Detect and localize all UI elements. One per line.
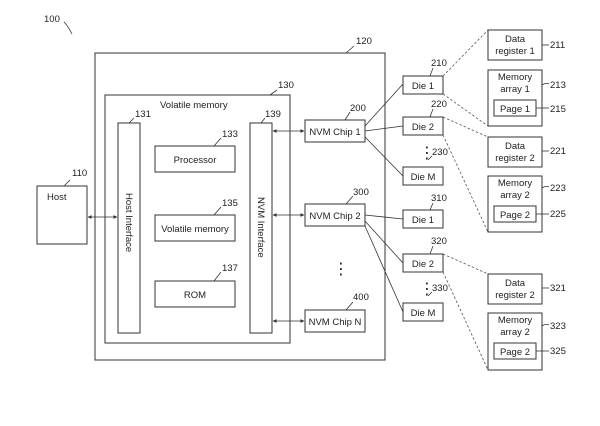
memory-array-223-line1: Memory: [498, 178, 533, 189]
memory-array-223-ref: 223: [550, 183, 566, 194]
die-310-ref: 310: [431, 193, 447, 204]
volatile-memory-ref: 135: [222, 198, 238, 209]
page-225-label: Page 2: [500, 210, 530, 221]
memory-array-213-ref: 213: [550, 80, 566, 91]
data-register-321-ref: 321: [550, 283, 566, 294]
controller-ref: 120: [356, 36, 372, 47]
page-225-ref: 225: [550, 209, 566, 220]
die-220-ref: 220: [431, 99, 447, 110]
memory-array-213-line2: array 1: [500, 84, 530, 95]
memory-array-323-ref-leader: [542, 324, 549, 326]
nvm-chip-1-ref: 200: [350, 103, 366, 114]
page-325-label: Page 2: [500, 347, 530, 358]
host-interface-ref: 131: [135, 109, 151, 120]
die-330-ref: 330: [432, 283, 448, 294]
nvm-chip-1-label: NVM Chip 1: [309, 127, 360, 138]
host-ref: 110: [72, 168, 87, 179]
memory-array-213-line1: Memory: [498, 72, 533, 83]
processor-label: Processor: [174, 155, 217, 166]
data-register-211-line2: register 1: [495, 46, 535, 57]
die-320-ref: 320: [431, 236, 447, 247]
expand-die1-top: [443, 30, 488, 76]
die-210-ref-leader: [430, 68, 433, 76]
memory-array-323-ref: 323: [550, 321, 566, 332]
controller-ref-leader: [346, 46, 354, 53]
data-register-211-line1: Data: [505, 34, 526, 45]
host-ref-leader: [64, 180, 70, 186]
expand-die2-bottom: [443, 135, 488, 232]
data-register-221-line1: Data: [505, 141, 526, 152]
die-310-ref-leader: [430, 203, 433, 210]
die-210-ref: 210: [431, 58, 447, 69]
expand-die320-top: [443, 254, 488, 274]
page-325-ref: 325: [550, 346, 566, 357]
chip-ellipsis: ⋮: [333, 261, 349, 278]
memory-array-323-line2: array 2: [500, 327, 530, 338]
die-220-ref-leader: [430, 109, 433, 117]
host-label: Host: [47, 192, 67, 203]
die-320-label: Die 2: [412, 259, 434, 270]
volatile-block-label: Volatile memory: [160, 100, 228, 111]
memory-array-223-ref-leader: [542, 186, 549, 188]
die-230-label: Die M: [411, 172, 436, 183]
nvm-interface-ref: 139: [265, 109, 281, 120]
expand-die1-bottom: [443, 94, 488, 126]
nvm-chip-2-label: NVM Chip 2: [309, 211, 360, 222]
expand-die2-top: [443, 117, 488, 137]
memory-array-323-line1: Memory: [498, 315, 533, 326]
nvm-chip-2-ref: 300: [353, 187, 369, 198]
die-210-label: Die 1: [412, 81, 434, 92]
memory-array-223-line2: array 2: [500, 190, 530, 201]
page-215-ref: 215: [550, 104, 566, 115]
rom-label: ROM: [184, 290, 206, 301]
nvm-chip-n-label: NVM Chip N: [309, 317, 362, 328]
volatile-block-ref: 130: [278, 80, 294, 91]
processor-ref: 133: [222, 129, 238, 140]
page-215-label: Page 1: [500, 104, 530, 115]
rom-ref: 137: [222, 263, 238, 274]
volatile-memory-label: Volatile memory: [161, 224, 229, 235]
die-330-label: Die M: [411, 308, 436, 319]
figure-ref: 100: [44, 14, 60, 25]
nvm-chip-n-ref: 400: [353, 292, 369, 303]
data-register-321-line1: Data: [505, 278, 526, 289]
die-220-label: Die 2: [412, 122, 434, 133]
expand-die320-bottom: [443, 272, 488, 370]
figure-ref-leader: [64, 22, 72, 34]
nvm-interface-label: NVM Interface: [255, 197, 266, 258]
data-register-211-ref: 211: [550, 40, 565, 51]
host-interface-label: Host Interface: [123, 193, 134, 252]
data-register-221-ref: 221: [550, 146, 566, 157]
die-230-ref: 230: [432, 147, 448, 158]
die-320-ref-leader: [430, 246, 433, 254]
data-register-221-line2: register 2: [495, 153, 535, 164]
memory-array-213-ref-leader: [542, 83, 549, 85]
die-310-label: Die 1: [412, 215, 434, 226]
data-register-321-line2: register 2: [495, 290, 535, 301]
